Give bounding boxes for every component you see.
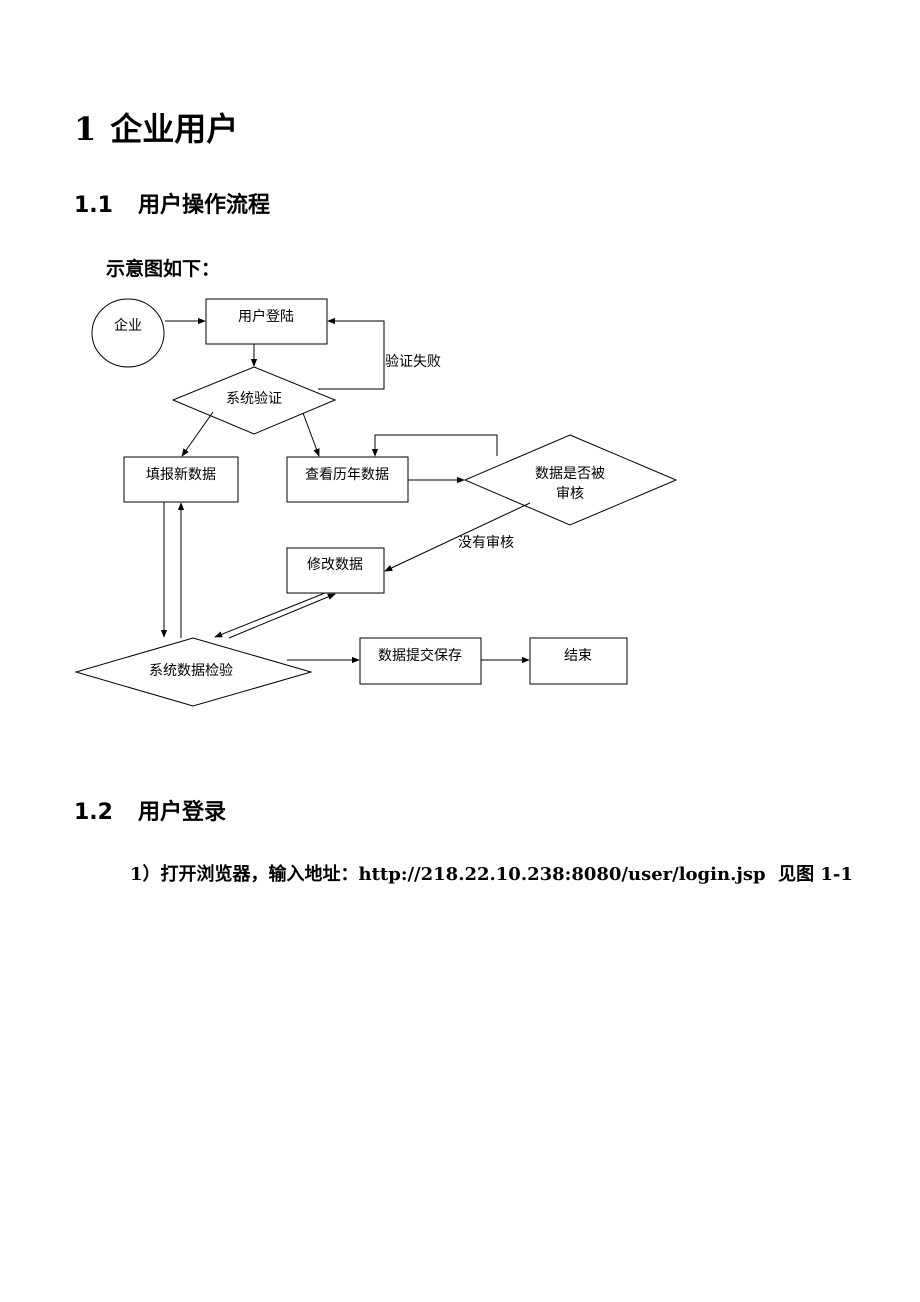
fill-new-label: 填报新数据 xyxy=(146,467,216,483)
subsection-heading-1-1: 1.1 用户操作流程 xyxy=(74,187,270,219)
reviewed-question-line2: 审核 xyxy=(556,486,584,502)
start-node-label: 企业 xyxy=(114,317,142,334)
arrow-modify-to-check xyxy=(214,592,326,638)
end-label: 结束 xyxy=(564,648,592,664)
figure-reference: 见图 1-1 xyxy=(778,864,853,885)
step-1-prefix: 1）打开浏览器，输入地址： xyxy=(130,864,359,885)
verify-fail-label: 验证失败 xyxy=(385,354,441,370)
view-history-box xyxy=(286,456,409,503)
modify-box xyxy=(286,547,385,594)
modify-label: 修改数据 xyxy=(307,557,363,573)
subsection-title: 用户登录 xyxy=(138,800,227,825)
reviewed-question-diamond xyxy=(463,434,678,526)
submit-save-box xyxy=(359,637,482,685)
start-node-circle xyxy=(91,298,165,368)
arrow-verify-to-view-history xyxy=(302,412,320,457)
view-history-label: 查看历年数据 xyxy=(305,467,389,483)
fill-new-box xyxy=(123,456,239,503)
subsection-title: 用户操作流程 xyxy=(138,193,271,218)
flowchart: 企业 用户登陆 系统验证 填报新数据 查看历年数据 数据是否被 审核 修改数据 … xyxy=(74,298,678,707)
system-verify-diamond xyxy=(171,366,337,435)
arrow-verify-fail-loop xyxy=(318,317,385,390)
system-verify-label: 系统验证 xyxy=(226,391,282,407)
login-box xyxy=(205,298,328,345)
not-reviewed-label: 没有审核 xyxy=(458,535,514,551)
arrow-verify-to-fill-new xyxy=(181,411,214,457)
subsection-heading-1-2: 1.2 用户登录 xyxy=(74,794,226,826)
section-title: 企业用户 xyxy=(110,110,239,148)
subsection-number: 1.1 xyxy=(74,193,113,218)
arrow-not-reviewed-to-modify xyxy=(384,502,531,572)
subsection-number: 1.2 xyxy=(74,800,113,825)
step-1-text: 1）打开浏览器，输入地址：http://218.22.10.238:8080/u… xyxy=(130,860,853,886)
intro-text: 示意图如下： xyxy=(106,258,221,280)
login-url: http://218.22.10.238:8080/user/login.jsp xyxy=(358,864,766,885)
section-heading: 1 企业用户 xyxy=(74,104,238,150)
arrow-reviewed-loop xyxy=(371,434,498,457)
end-box xyxy=(529,637,628,685)
section-number: 1 xyxy=(74,110,97,148)
system-check-label: 系统数据检验 xyxy=(149,663,233,679)
system-check-diamond xyxy=(74,637,313,707)
submit-save-label: 数据提交保存 xyxy=(378,647,462,664)
arrow-check-to-modify xyxy=(228,593,336,639)
reviewed-question-line1: 数据是否被 xyxy=(535,466,605,482)
login-label: 用户登陆 xyxy=(238,308,294,325)
